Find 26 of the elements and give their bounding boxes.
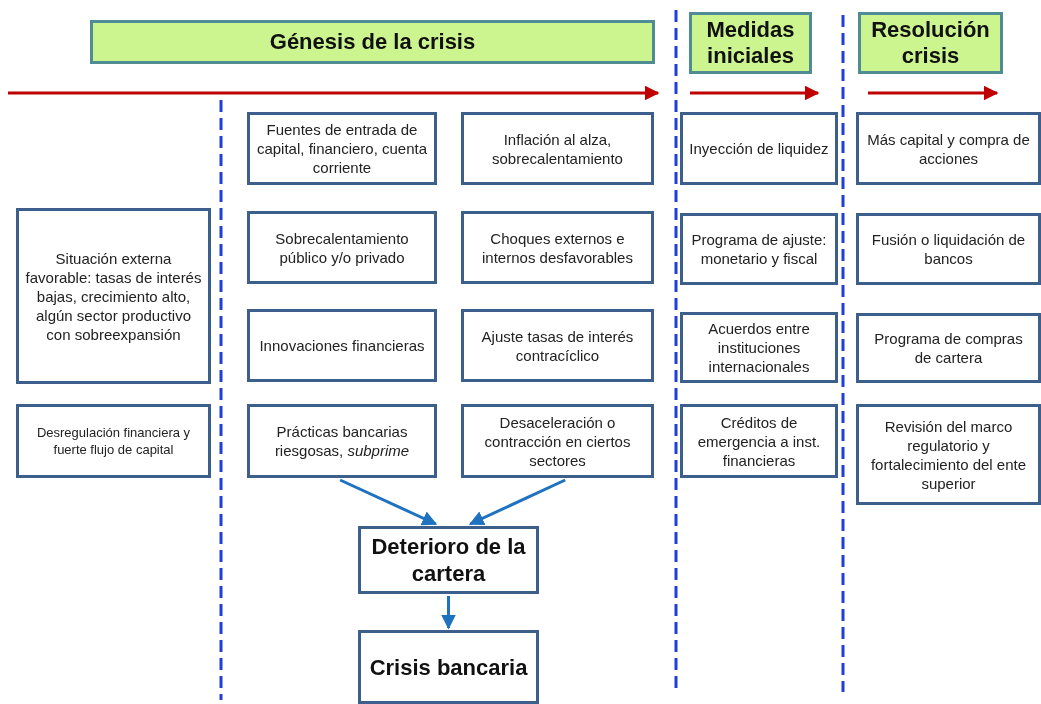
factor-box: Acuerdos entre instituciones internacionales xyxy=(680,312,838,383)
factor-box: Programa de ajuste: monetario y fiscal xyxy=(680,213,838,285)
factor-box: Más capital y compra de acciones xyxy=(856,112,1041,185)
arrow xyxy=(339,478,438,526)
factor-box: Desregulación financiera y fuerte flujo de capital xyxy=(16,404,211,478)
factor-box: Fuentes de entrada de capital, financiero, cuenta corriente xyxy=(247,112,437,185)
factor-box: Desaceleración o contracción en ciertos sectores xyxy=(461,404,654,478)
factor-box: Créditos de emergencia a inst. financieras xyxy=(680,404,838,478)
factor-box: Innovaciones financieras xyxy=(247,309,437,382)
phase-header-box: Resolución crisis xyxy=(858,12,1003,74)
arrow xyxy=(468,478,566,526)
phase-header-box: Medidas iniciales xyxy=(689,12,812,74)
factor-box: Ajuste tasas de interés contracíclico xyxy=(461,309,654,382)
outcome-box: Crisis bancaria xyxy=(358,630,539,704)
factor-box: Choques externos e internos desfavorables xyxy=(461,211,654,284)
factor-box: Programa de compras de cartera xyxy=(856,313,1041,383)
phase-header-box: Génesis de la crisis xyxy=(90,20,655,64)
outcome-box: Deterioro de la cartera xyxy=(358,526,539,594)
factor-box: Fusión o liquidación de bancos xyxy=(856,213,1041,285)
factor-box: Inyección de liquidez xyxy=(680,112,838,185)
arrow xyxy=(441,596,456,630)
factor-box: Inflación al alza, sobrecalentamiento xyxy=(461,112,654,185)
factor-box: Revisión del marco regulatorio y fortalecimiento del ente superior xyxy=(856,404,1041,505)
factor-box: Prácticas bancarias riesgosas, subprime xyxy=(247,404,437,478)
factor-box: Sobrecalentamiento público y/o privado xyxy=(247,211,437,284)
factor-box: Situación externa favorable: tasas de interés bajas, crecimiento alto, algún sector productivo con sobreexpansión xyxy=(16,208,211,384)
